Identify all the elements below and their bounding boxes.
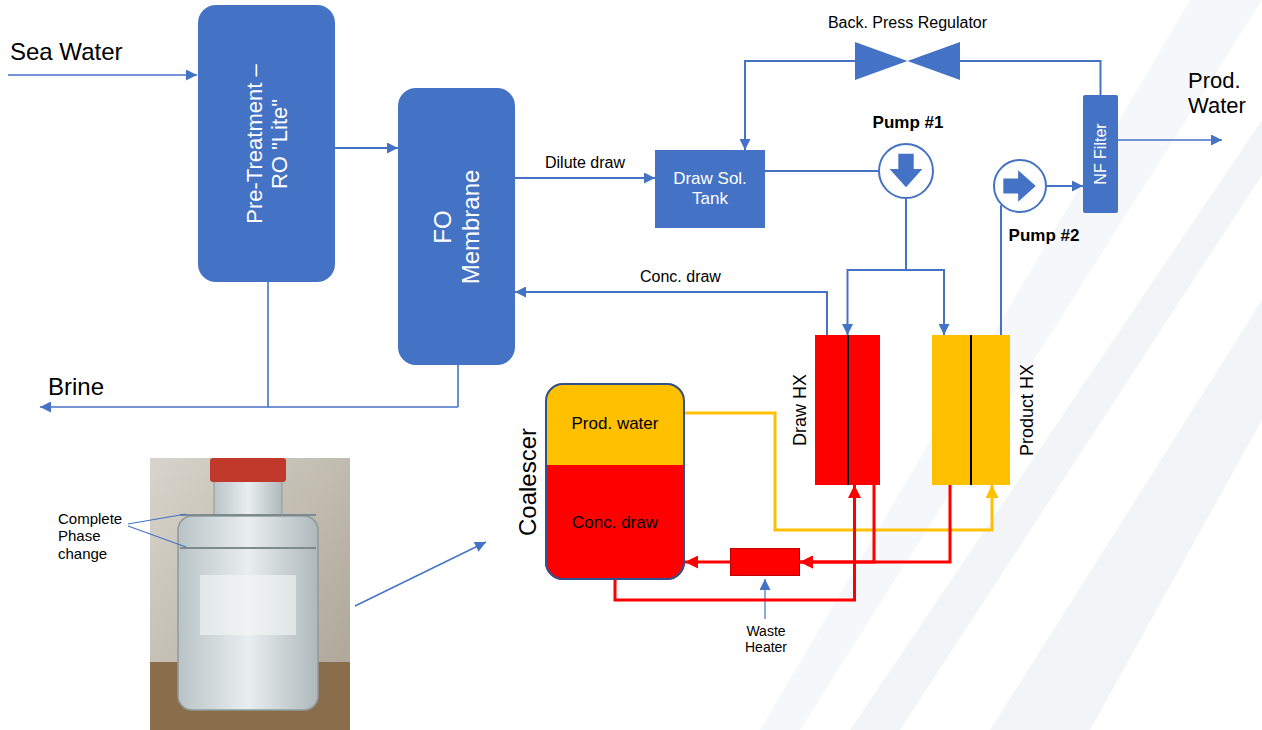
label-text: Product HX (1017, 364, 1038, 456)
callout-label: Complete Phase change (58, 510, 138, 562)
label-text: FO Membrane (429, 159, 484, 294)
valve-symbol (855, 42, 960, 80)
callout-arrow (355, 542, 486, 606)
heat-exchanger: Draw HX (815, 335, 880, 485)
bottle-cap (210, 458, 286, 482)
label-text: Conc. draw (572, 513, 658, 533)
label-text: Draw Sol. Tank (661, 169, 759, 208)
flow-line (515, 177, 655, 179)
flow-line (800, 485, 874, 562)
watermark-stripe (850, 120, 1262, 730)
outflow-label: Prod. Water (1188, 68, 1258, 119)
label-text: Waste Heater (726, 623, 806, 655)
pump-symbol: Pump #1 (878, 143, 934, 199)
hx-divider (847, 335, 849, 485)
pump-icon (880, 145, 932, 197)
flow-label: Dilute draw (545, 154, 625, 172)
label-text: Back. Press Regulator (828, 14, 987, 32)
heat-exchanger: Product HX (932, 335, 1010, 485)
label-text: Pump #1 (873, 113, 944, 133)
pump-arrow (890, 154, 923, 188)
outflow-label: Brine (48, 373, 104, 401)
phase-line (180, 547, 316, 549)
brine-line (457, 365, 459, 407)
label-text: NF Filter (1091, 104, 1109, 204)
flow-line (960, 61, 1101, 95)
watermark-stripe (760, 0, 1262, 730)
watermark-stripe (990, 300, 1262, 730)
flow-line (906, 199, 944, 335)
phase-line (180, 514, 316, 516)
phase-layer: Prod. water (545, 383, 685, 465)
label-text: Pre-Treatment – RO "Lite" (241, 51, 292, 236)
tank-box: Draw Sol. Tank (655, 150, 765, 228)
vessel-body: Prod. waterConc. draw (545, 383, 685, 580)
product-arrow (1118, 139, 1222, 141)
inflow-label: Sea Water (10, 38, 123, 66)
bottle-photo (150, 458, 350, 730)
regulator-valve: Back. Press Regulator (855, 42, 960, 80)
valve-half (855, 42, 908, 80)
bottle-label (200, 575, 296, 635)
bottle-body (178, 516, 318, 710)
flow-line (800, 485, 950, 562)
flow-line (765, 170, 878, 172)
flow-label: Conc. draw (640, 268, 721, 286)
brine-line (267, 282, 269, 407)
flow-line (335, 147, 398, 149)
heater-box: Waste Heater (730, 548, 800, 576)
label-text: Draw HX (790, 374, 811, 446)
flow-line (848, 199, 907, 335)
hx-divider (970, 335, 972, 485)
flow-line (1000, 205, 1002, 335)
leader-line (128, 514, 186, 524)
filter-box: NF Filter (1083, 95, 1118, 213)
pump-symbol: Pump #2 (993, 159, 1047, 213)
brine-arrow (40, 406, 458, 408)
flow-line (515, 292, 827, 335)
valve-half (908, 42, 961, 80)
process-box: Pre-Treatment – RO "Lite" (198, 5, 335, 282)
label-text: Coalescer (514, 427, 542, 535)
inflow-arrow (8, 74, 197, 76)
leader-line (128, 526, 186, 547)
coalescer-vessel: Prod. waterConc. drawCoalescer (545, 383, 685, 580)
label-text: Pump #2 (1009, 226, 1080, 246)
label-text: Prod. water (572, 414, 659, 434)
photo-ground (150, 458, 350, 730)
membrane-box: FO Membrane (398, 88, 515, 365)
phase-layer: Conc. draw (545, 465, 685, 580)
flow-line (685, 561, 730, 564)
pump-arrow (1003, 170, 1035, 201)
pump-icon (995, 161, 1045, 211)
flow-line (745, 61, 855, 150)
flow-line (1047, 185, 1083, 187)
